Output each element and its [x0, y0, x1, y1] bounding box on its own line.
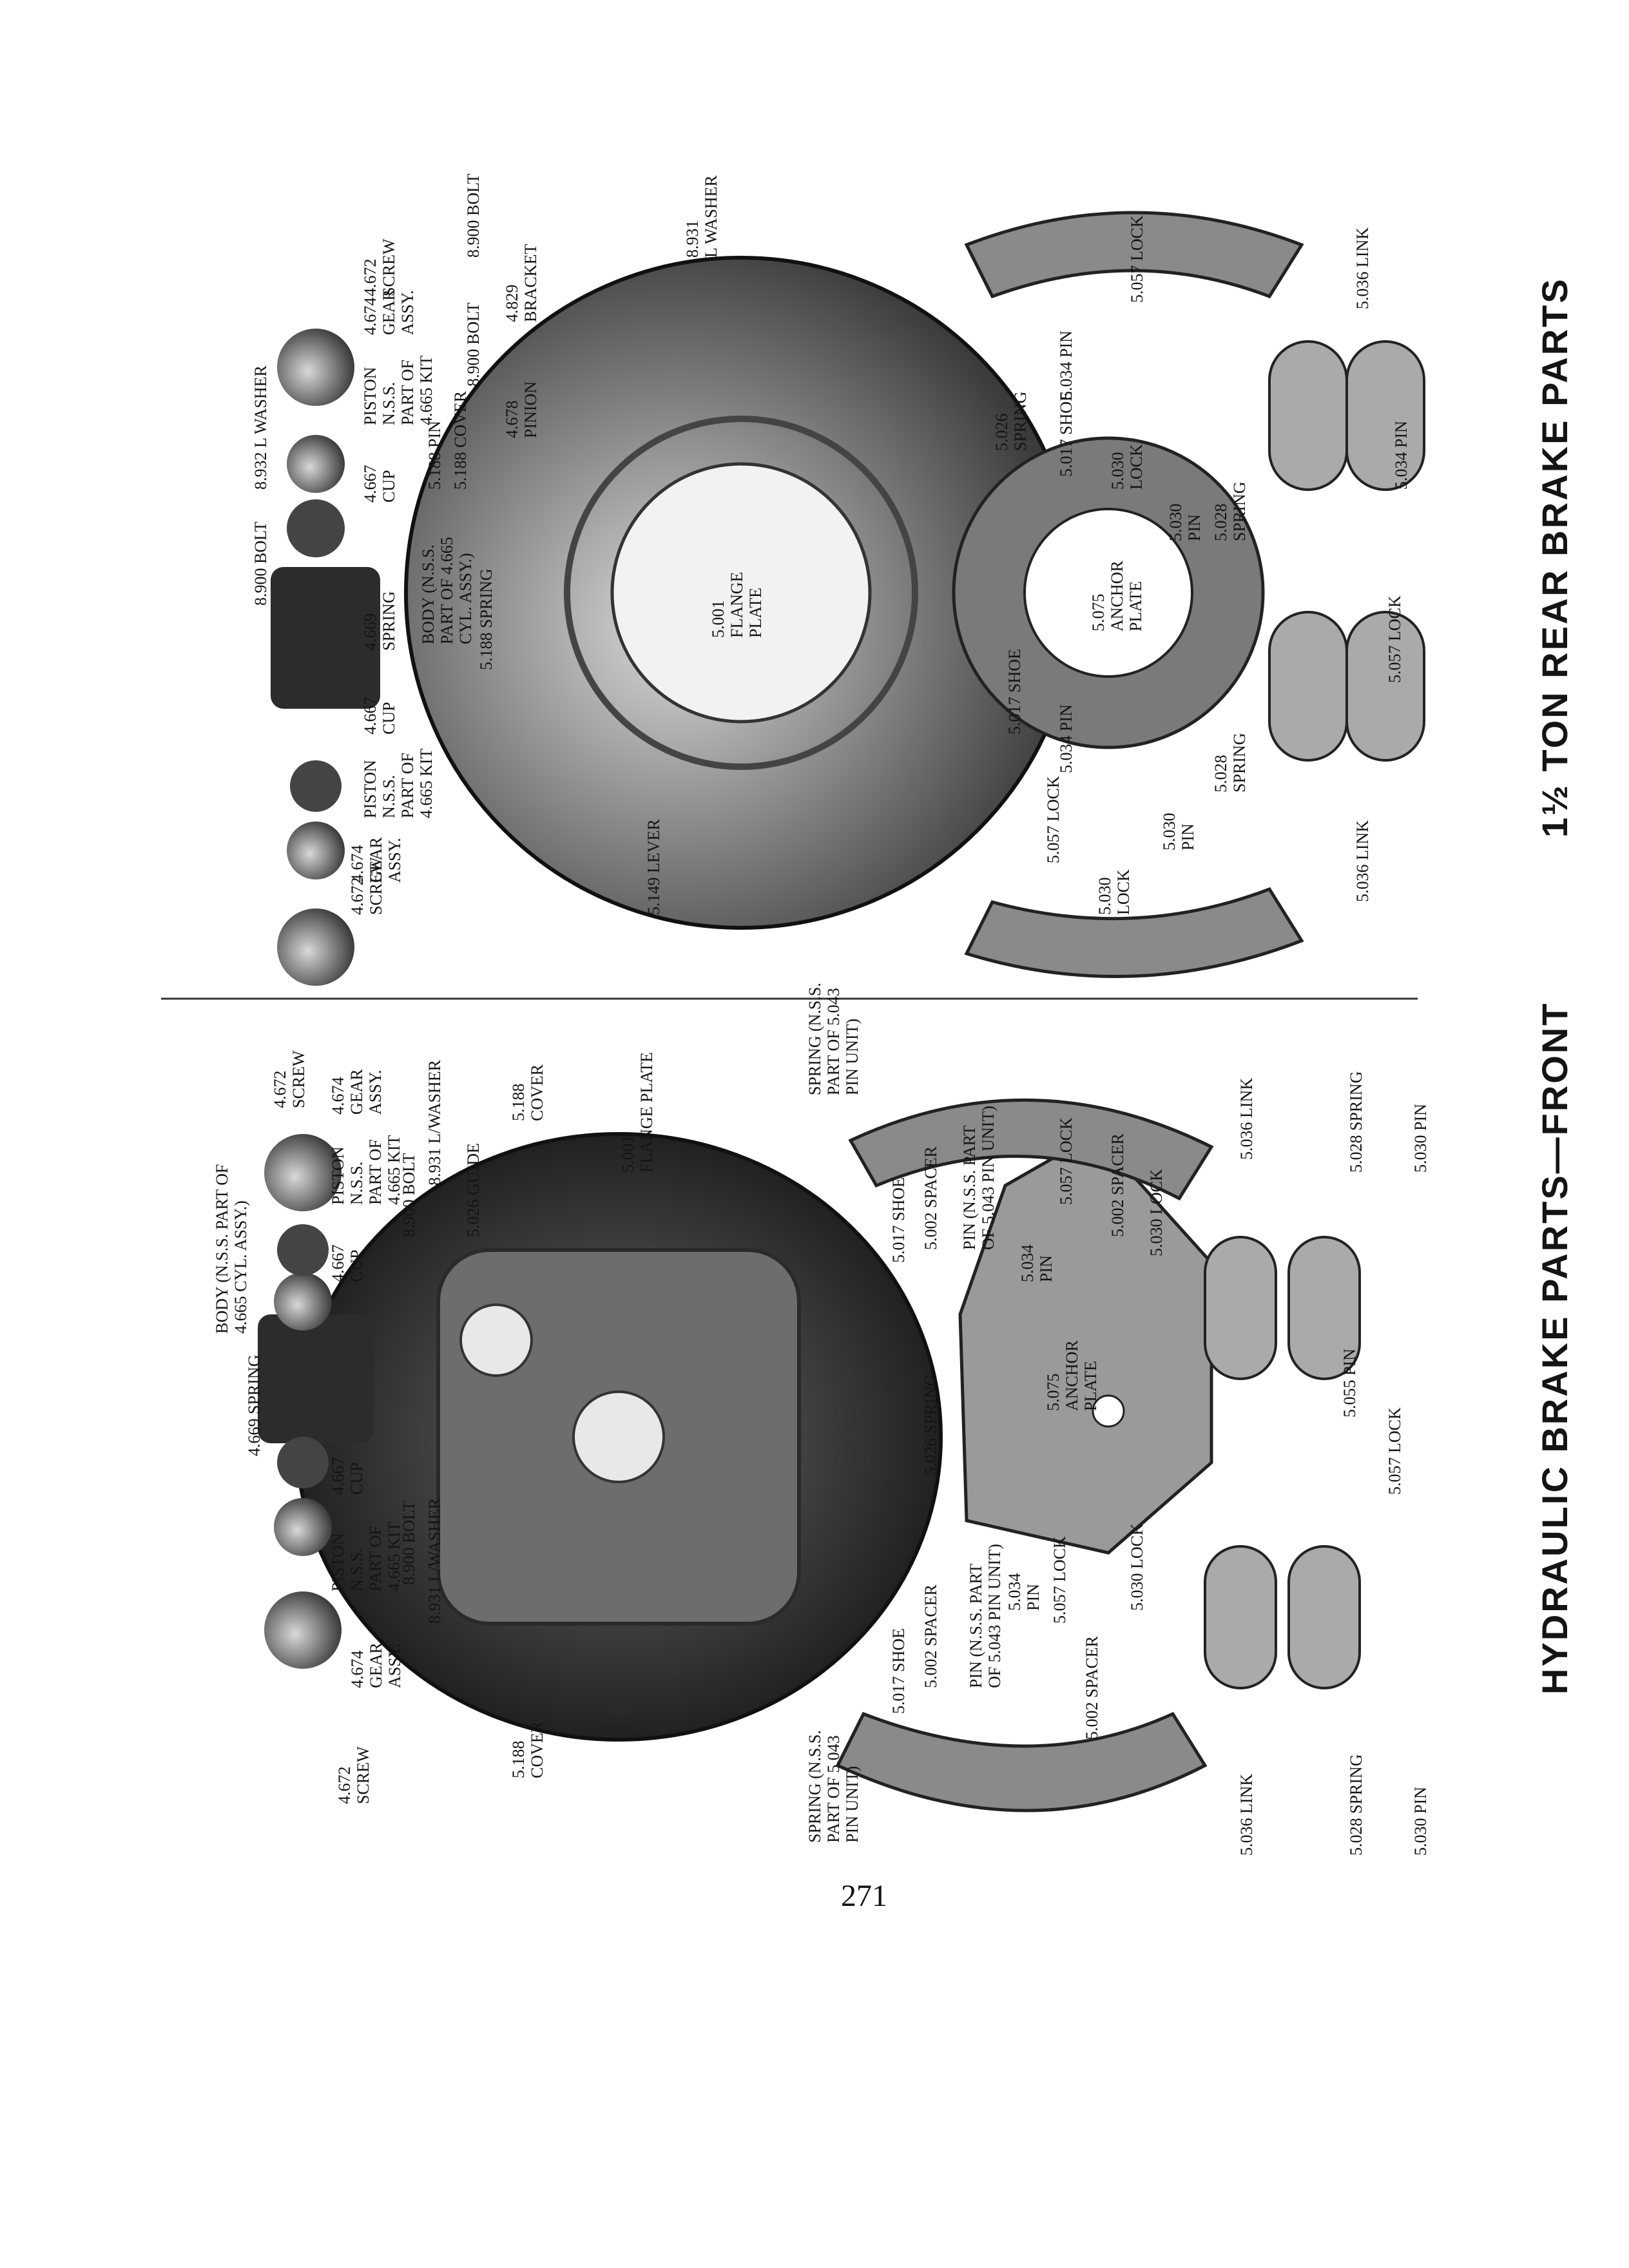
- front-label-flange-plate: 5.001 FLANGE PLATE: [619, 1052, 656, 1173]
- front-label-pin-unit-right: PIN (N.S.S. PART OF 5.043 PIN UNIT): [960, 1106, 998, 1250]
- front-label-cover-left: 5.188 COVER: [509, 1721, 546, 1778]
- rear-label-anchor-plate: 5.075 ANCHOR PLATE: [1089, 561, 1145, 631]
- rear-label-pin-5030-right: 5.030 PIN: [1166, 503, 1204, 542]
- rear-label-pin-5034-right: 5.034 PIN: [1057, 331, 1075, 399]
- rear-heading: 1½ TON REAR BRAKE PARTS: [1534, 277, 1575, 838]
- rear-label-pin-5188: 5.188 PIN: [425, 421, 444, 490]
- front-flange-plate-drawing: [294, 1132, 943, 1742]
- rear-label-bolt-right: 8.900 BOLT: [464, 173, 483, 258]
- front-label-piston-right: PISTON N.S.S. PART OF 4.665 KIT: [329, 1135, 403, 1205]
- front-label-link-right: 5.036 LINK: [1237, 1077, 1256, 1160]
- rear-label-link-left: 5.036 LINK: [1353, 820, 1372, 902]
- rear-label-cover-5188: 5.188 COVER: [451, 390, 470, 490]
- front-label-cover-right: 5.188 COVER: [509, 1064, 546, 1121]
- front-label-pin-unit-left: PIN (N.S.S. PART OF 5.043 PIN UNIT): [967, 1544, 1004, 1688]
- rear-label-pin-5034-center: 5.034 PIN: [1392, 421, 1411, 490]
- rear-label-washer-right: 8.931 L WASHER: [683, 175, 720, 258]
- rear-label-piston-left: PISTON N.S.S. PART OF 4.665 KIT: [361, 748, 436, 818]
- rear-links-drawing: [1268, 340, 1425, 762]
- front-label-bolt-right: 8.900 BOLT: [400, 1153, 418, 1238]
- front-label-spring-5028-right: 5.028 SPRING: [1347, 1071, 1365, 1173]
- front-label-pin-5030-left: 5.030 PIN: [1411, 1787, 1430, 1856]
- front-label-lock-5057-center: 5.057 LOCK: [1385, 1407, 1404, 1495]
- front-label-spacer-2: 5.002 SPACER: [921, 1146, 940, 1250]
- front-label-spacer-4: 5.002 SPACER: [1108, 1133, 1127, 1237]
- front-label-body: BODY (N.S.S. PART OF 4.665 CYL. ASSY.): [213, 1164, 250, 1334]
- rear-label-cup-right: 4.667 CUP: [361, 465, 398, 503]
- front-label-pin-5030-right: 5.030 PIN: [1411, 1104, 1430, 1173]
- front-label-piston-left: PISTON N.S.S. PART OF 4.665 KIT: [329, 1521, 403, 1591]
- rear-label-lock-5057-right: 5.057 LOCK: [1128, 215, 1146, 303]
- front-label-bolt-left: 8.900 BOLT: [400, 1501, 418, 1586]
- front-anchor-plate-drawing: [958, 1131, 1213, 1555]
- front-label-lock-5057-left: 5.057 LOCK: [1050, 1536, 1069, 1624]
- front-label-link-left: 5.036 LINK: [1237, 1773, 1256, 1856]
- rear-label-pin-5030-left: 5.030 PIN: [1160, 812, 1197, 851]
- rear-label-lock-5030-right: 5.030 LOCK: [1108, 444, 1146, 490]
- rear-label-bolt-mid: 8.900 BOLT: [464, 302, 483, 387]
- rear-wheel-cylinder-drawing: [271, 329, 380, 986]
- front-label-screw-left: 4.672 SCREW: [335, 1746, 372, 1804]
- rear-label-pin-5034-left: 5.034 PIN: [1057, 704, 1075, 773]
- rear-label-bolt-top: 8.900 BOLT: [251, 521, 270, 606]
- rear-label-spring-5028-right: 5.028 SPRING: [1211, 481, 1249, 541]
- front-label-lock-5057-right: 5.057 LOCK: [1057, 1117, 1075, 1205]
- front-label-pin-5055: 5.055 PIN: [1340, 1349, 1359, 1418]
- rear-label-washer-top: 8.932 L WASHER: [251, 365, 270, 490]
- rear-label-gear-left: 4.674 GEAR ASSY.: [348, 837, 404, 883]
- front-label-cup-right: 4.667 CUP: [329, 1244, 366, 1283]
- rear-label-spring-4669: 4.669 SPRING: [361, 591, 398, 651]
- front-label-pin-5034-right: 5.034 PIN: [1018, 1244, 1055, 1283]
- front-label-spring-5028-left: 5.028 SPRING: [1347, 1754, 1365, 1856]
- rear-label-shoe-right: 5.017 SHOE: [1057, 391, 1075, 477]
- rear-label-lock-5057-left: 5.057 LOCK: [1044, 776, 1063, 863]
- rear-label-shoe-left: 5.017 SHOE: [1005, 649, 1024, 735]
- rear-label-link-right: 5.036 LINK: [1353, 227, 1372, 309]
- front-label-anchor-plate: 5.075 ANCHOR PLATE: [1044, 1340, 1100, 1411]
- front-label-gear-left: 4.674 GEAR ASSY.: [348, 1642, 404, 1688]
- rear-brake-shoes-drawing: [964, 211, 1304, 979]
- front-label-spring-unit-right: SPRING (N.S.S. PART OF 5.043 PIN UNIT): [805, 983, 862, 1095]
- front-label-spacer-1: 5.002 SPACER: [921, 1584, 940, 1688]
- front-label-spacer-3: 5.002 SPACER: [1083, 1636, 1101, 1740]
- front-label-screw-right: 4.672 SCREW: [271, 1050, 308, 1108]
- front-label-washer-left: 8.931 L/WASHER: [425, 1498, 444, 1624]
- front-label-gear-right: 4.674 GEAR ASSY.: [329, 1069, 385, 1115]
- front-label-pin-5034-left: 5.034 PIN: [1005, 1573, 1043, 1611]
- front-label-spring-unit-left: SPRING (N.S.S. PART OF 5.043 PIN UNIT): [805, 1730, 862, 1843]
- rear-label-piston-right: PISTON N.S.S. PART OF 4.665 KIT: [361, 355, 436, 425]
- front-label-shoe-right: 5.017 SHOE: [889, 1177, 908, 1263]
- front-heading: HYDRAULIC BRAKE PARTS—FRONT: [1534, 1001, 1575, 1695]
- rear-label-screw-right: 4.672 SCREW: [361, 238, 398, 296]
- rear-label-bracket: 4.829 BRACKET: [503, 244, 540, 322]
- front-label-guide: 5.026 GUIDE: [464, 1143, 483, 1237]
- rear-label-body: BODY (N.S.S. PART OF 4.665 CYL. ASSY.): [419, 537, 475, 644]
- rear-label-lock-5057-center: 5.057 LOCK: [1385, 595, 1404, 683]
- rear-label-spring-5188: 5.188 SPRING: [477, 568, 496, 670]
- front-label-washer-right: 8.931 L/WASHER: [425, 1060, 444, 1186]
- front-label-spring-5026: 5.026 SPRING: [921, 1374, 940, 1475]
- rear-label-cup-left: 4.667 CUP: [361, 697, 398, 735]
- front-label-shoe-left: 5.017 SHOE: [889, 1628, 908, 1714]
- front-label-cup-left: 4.667 CUP: [329, 1457, 366, 1495]
- rear-label-spring-5028-left: 5.028 SPRING: [1211, 733, 1249, 793]
- front-links-drawing: [1204, 1236, 1361, 1689]
- front-brake-shoes-drawing: [835, 1098, 1214, 1812]
- rear-label-flange-plate: 5.001 FLANGE PLATE: [709, 572, 765, 638]
- rear-label-lock-5030-left: 5.030 LOCK: [1095, 869, 1133, 915]
- rear-anchor-plate-drawing: [952, 436, 1265, 749]
- front-label-lock-5030-right: 5.030 LOCK: [1147, 1169, 1166, 1256]
- front-label-spring-4669: 4.669 SPRING: [245, 1354, 264, 1456]
- rear-label-pinion: 4.678 PINION: [503, 381, 540, 438]
- front-wheel-cylinder-drawing: [258, 1134, 374, 1669]
- front-label-lock-5030-left: 5.030 LOCK: [1128, 1523, 1146, 1611]
- rear-label-lever: 5.149 LEVER: [644, 819, 663, 915]
- rear-label-spring-5026: 5.026 SPRING: [992, 391, 1030, 451]
